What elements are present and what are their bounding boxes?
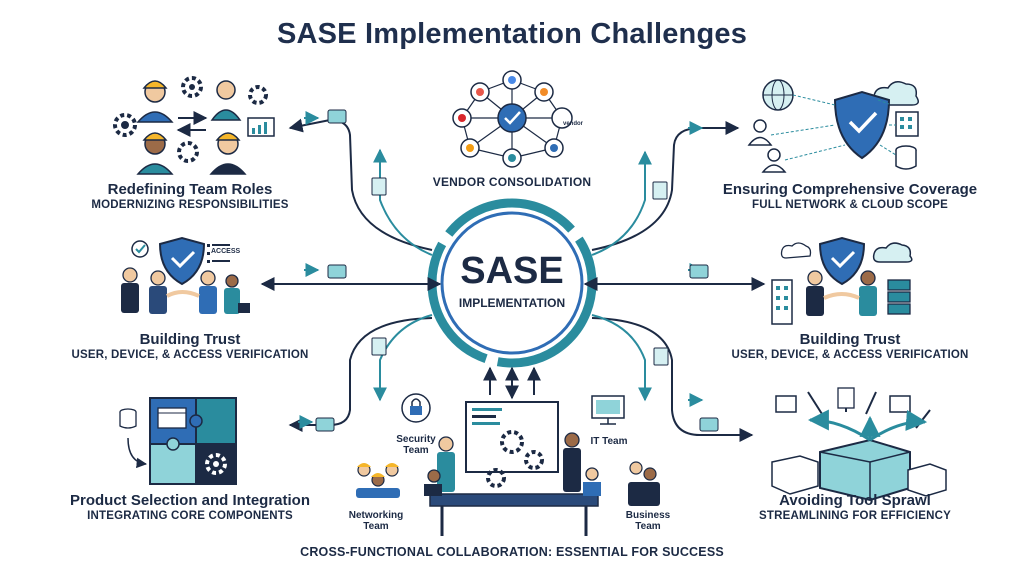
gear-icon xyxy=(248,85,268,105)
check-circle-icon xyxy=(131,240,149,258)
team-roles-subtitle: MODERNIZING RESPONSIBILITIES xyxy=(91,199,289,211)
vendor-icon-text: vendor xyxy=(563,121,584,127)
gear-icon xyxy=(205,453,227,475)
box-icon xyxy=(775,395,797,413)
coverage-title: Ensuring Comprehensive Coverage xyxy=(722,181,978,198)
building-icon xyxy=(771,279,793,325)
gear-icon xyxy=(181,76,203,98)
vendor-consolidation-title: VENDOR CONSOLIDATION xyxy=(432,175,592,189)
collaboration-illustration xyxy=(356,393,660,536)
cloud-icon xyxy=(872,242,913,263)
document-icon xyxy=(371,177,669,366)
shield-icon xyxy=(833,90,891,160)
trust-left-title: Building Trust xyxy=(139,331,241,348)
connectors-left xyxy=(260,118,442,432)
users-icon xyxy=(747,119,787,173)
security-team-label: Security Team xyxy=(396,434,436,456)
product-title: Product Selection and Integration xyxy=(69,492,311,509)
hub-title: SASE xyxy=(460,250,564,292)
gear-icon xyxy=(113,113,137,137)
puzzle-illustration xyxy=(119,397,237,485)
product-subtitle: INTEGRATING CORE COMPONENTS xyxy=(87,510,293,522)
tool-sprawl-title: Avoiding Tool Sprawl xyxy=(779,492,931,509)
tool-sprawl-illustration xyxy=(771,387,947,502)
business-people-icon xyxy=(806,270,877,316)
access-list-icon xyxy=(207,244,230,263)
gear-icon xyxy=(500,430,524,454)
database-icon xyxy=(119,408,137,429)
shield-icon xyxy=(818,236,866,286)
database-icon xyxy=(895,145,917,170)
access-icon-text: ACCESS xyxy=(211,248,241,255)
team-roles-illustration xyxy=(113,76,275,175)
box-icon xyxy=(889,395,911,413)
sase-hub-ring xyxy=(427,198,597,368)
person-icon xyxy=(210,80,242,121)
box-icon xyxy=(907,463,947,497)
gear-icon xyxy=(486,468,506,488)
window-icon xyxy=(157,407,187,429)
swap-arrows-icon xyxy=(176,111,208,137)
handshake-icon xyxy=(823,292,860,300)
shield-icon xyxy=(158,236,206,286)
trust-left-illustration xyxy=(121,236,250,314)
trust-right-illustration xyxy=(771,236,913,325)
whiteboard-icon xyxy=(465,401,559,473)
monitor-icon xyxy=(591,395,625,425)
business-team-label: Business Team xyxy=(625,510,671,532)
check-shield-icon xyxy=(497,103,527,133)
globe-icon xyxy=(762,79,794,111)
team-roles-title: Redefining Team Roles xyxy=(107,181,273,198)
folder-icon xyxy=(315,109,719,432)
chart-board-icon xyxy=(247,117,275,137)
handshake-icon xyxy=(166,290,200,298)
trust-right-subtitle: USER, DEVICE, & ACCESS VERIFICATION xyxy=(731,349,969,361)
business-people-icon xyxy=(121,267,250,314)
collab-arrows xyxy=(483,366,541,400)
hub-subtitle: IMPLEMENTATION xyxy=(458,296,566,310)
worker-icon xyxy=(136,132,174,175)
box-icon xyxy=(771,455,819,495)
box-icon xyxy=(819,438,911,502)
cloud-upload-icon xyxy=(780,242,812,259)
security-lock-icon xyxy=(401,393,431,423)
gear-icon xyxy=(177,141,199,163)
footer-caption: CROSS-FUNCTIONAL COLLABORATION: ESSENTIA… xyxy=(300,545,724,559)
document-icon xyxy=(837,387,855,409)
people-at-table-icon xyxy=(424,432,601,496)
vendor-network-illustration xyxy=(452,70,573,168)
business-team-icon xyxy=(628,461,660,506)
networking-team-icon xyxy=(356,463,400,498)
gear-icon xyxy=(524,450,544,470)
conference-table xyxy=(429,493,599,536)
worker-icon xyxy=(209,132,247,175)
server-icon xyxy=(887,279,911,315)
connectors-right xyxy=(583,121,766,442)
page-title: SASE Implementation Challenges xyxy=(276,18,748,50)
worker-icon xyxy=(136,80,174,123)
trust-left-subtitle: USER, DEVICE, & ACCESS VERIFICATION xyxy=(71,349,309,361)
tool-sprawl-subtitle: STREAMLINING FOR EFFICIENCY xyxy=(759,510,951,522)
building-icon xyxy=(895,111,919,137)
networking-team-label: Networking Team xyxy=(348,510,404,532)
it-team-label: IT Team xyxy=(590,436,628,447)
coverage-subtitle: FULL NETWORK & CLOUD SCOPE xyxy=(751,199,948,211)
trust-right-title: Building Trust xyxy=(799,331,901,348)
coverage-illustration xyxy=(747,79,919,173)
